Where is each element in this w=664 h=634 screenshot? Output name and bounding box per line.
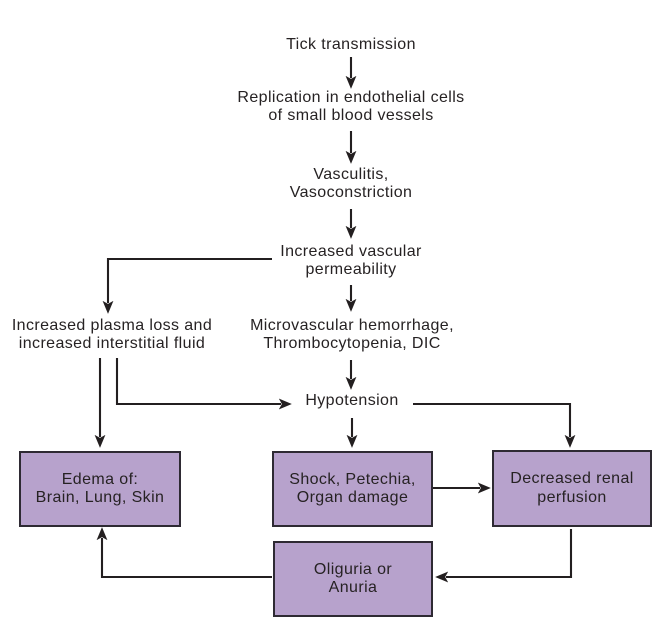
arrow-permeability-to-plasma-loss [102,257,272,314]
box-shock-organ-damage: Shock, Petechia, Organ damage [272,451,433,527]
box-decreased-renal-perfusion: Decreased renal perfusion [492,450,652,527]
arrow-hypotension-to-renal-box [413,402,576,448]
box-oliguria-anuria: Oliguria or Anuria [273,541,433,617]
node-plasma-loss: Increased plasma loss and increased inte… [11,317,213,352]
arrow-plasma-loss-to-hypotension [115,358,292,410]
node-endothelial-replication: Replication in endothelial cells of smal… [237,89,465,124]
node-microvascular-hemorrhage: Microvascular hemorrhage, Thrombocytopen… [250,317,454,352]
node-tick-transmission: Tick transmission [286,36,416,53]
node-vasculitis: Vasculitis, Vasoconstriction [289,166,413,201]
arrow-renal-box-to-oliguria-box [435,529,573,583]
node-hypotension: Hypotension [305,392,399,409]
box-edema: Edema of: Brain, Lung, Skin [19,451,181,527]
arrow-oliguria-box-to-edema-box [96,527,272,579]
node-vascular-permeability: Increased vascular permeability [280,243,422,278]
